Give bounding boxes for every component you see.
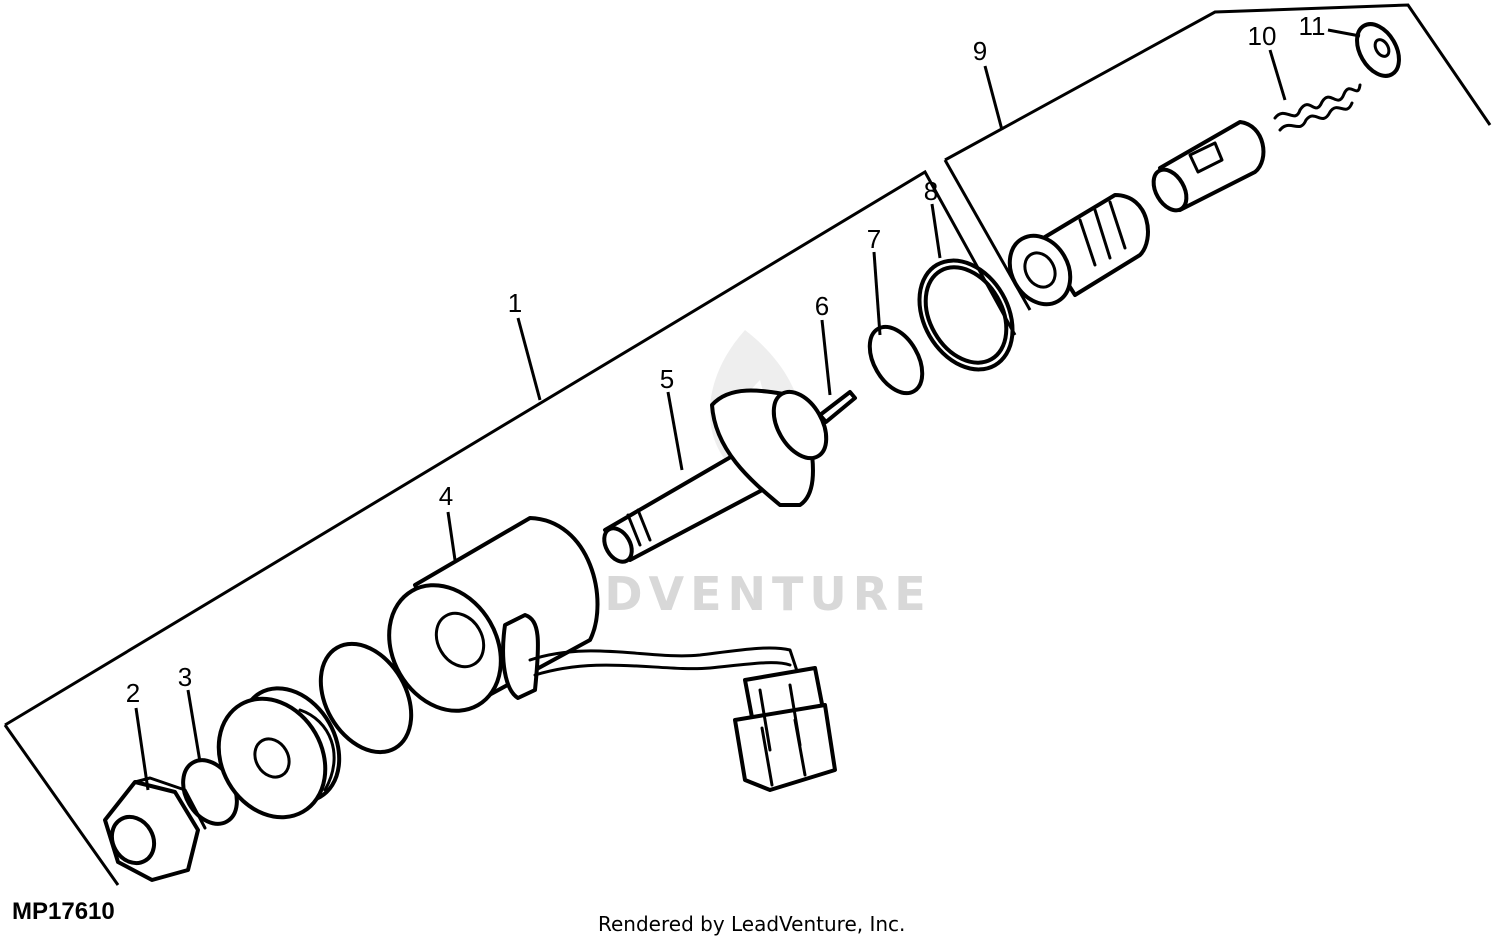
valve-body xyxy=(1007,193,1150,307)
callout-6: 6 xyxy=(815,291,829,321)
o-ring-7 xyxy=(867,324,925,396)
wire-connector xyxy=(733,666,837,792)
leader-lines xyxy=(134,28,1361,791)
spring xyxy=(1273,83,1362,132)
hex-nut xyxy=(103,776,207,882)
callout-labels: 1 2 3 4 5 6 7 8 9 10 11 xyxy=(126,11,1326,708)
valve-spool xyxy=(1151,120,1266,213)
seal-ring xyxy=(917,258,1015,372)
callout-9: 9 xyxy=(973,36,987,66)
callout-5: 5 xyxy=(660,364,674,394)
callout-2: 2 xyxy=(126,678,140,708)
callout-4: 4 xyxy=(439,481,453,511)
cap-washer xyxy=(1355,22,1401,78)
wiring-harness xyxy=(528,646,802,682)
pulley-cap xyxy=(216,686,342,820)
armature-flange xyxy=(710,388,857,507)
callout-1: 1 xyxy=(508,288,522,318)
callout-8: 8 xyxy=(924,176,938,206)
callout-11: 11 xyxy=(1299,11,1326,41)
solenoid-coil xyxy=(387,516,600,713)
figure-id: MP17610 xyxy=(12,898,115,925)
render-credit: Rendered by LeadVenture, Inc. xyxy=(598,912,906,936)
callout-3: 3 xyxy=(178,662,192,692)
callout-10: 10 xyxy=(1248,21,1277,51)
callout-7: 7 xyxy=(867,224,881,254)
